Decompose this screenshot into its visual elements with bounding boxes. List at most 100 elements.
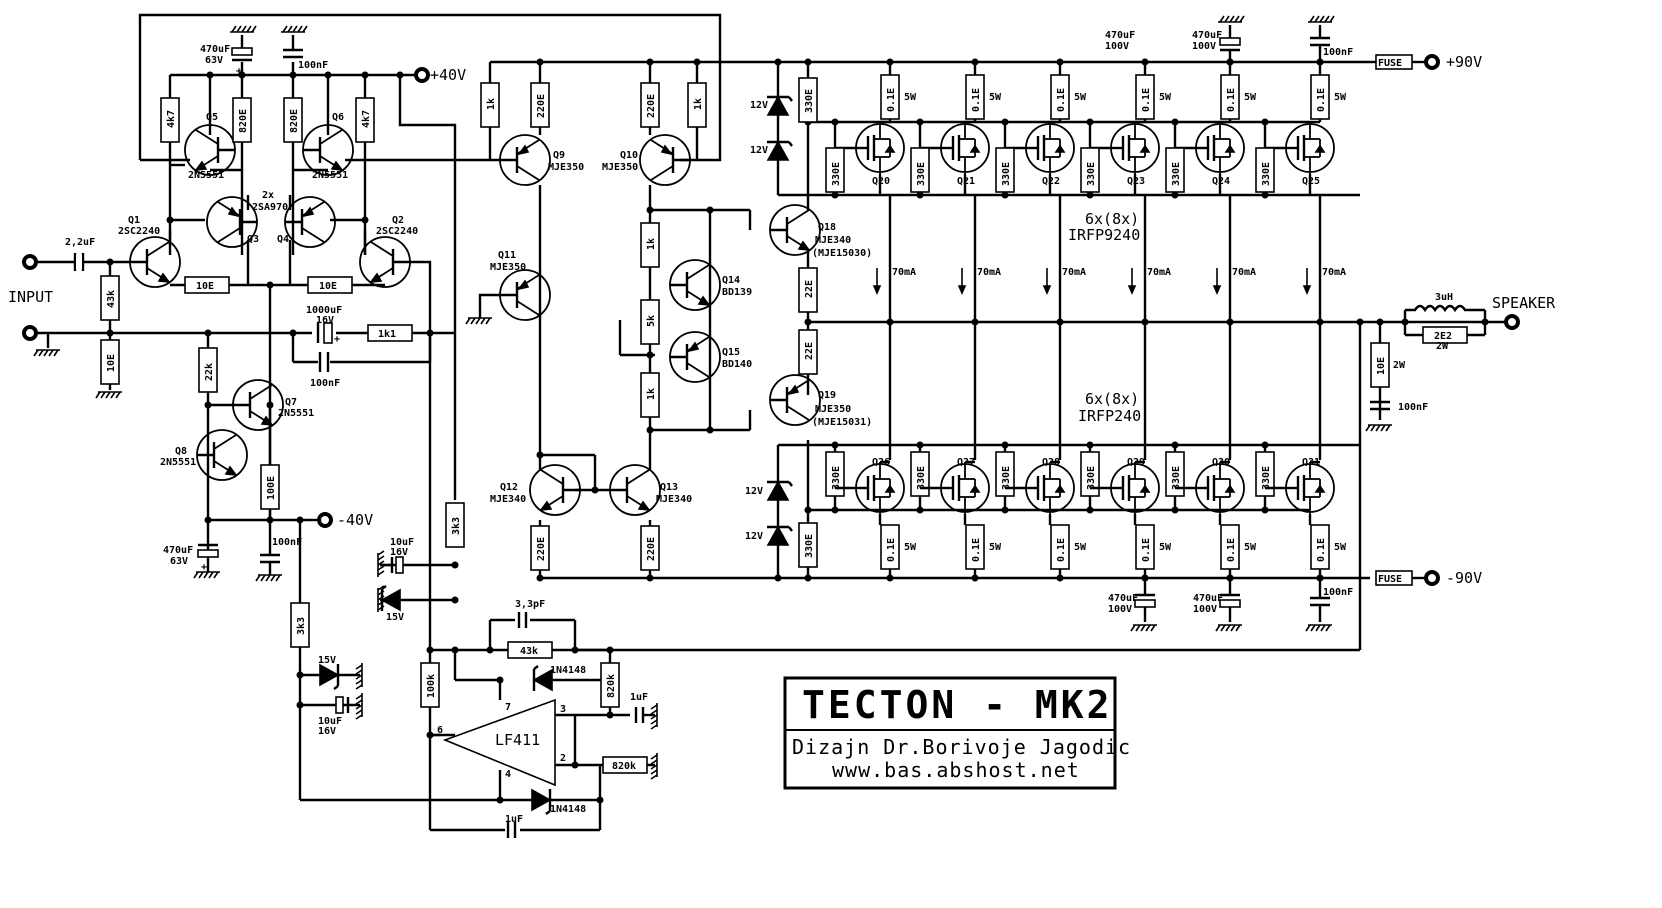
transistor-q6: Q6 2N5551	[301, 112, 355, 181]
opamp-pin-7: 7	[505, 702, 511, 713]
c-feedback-bypass: 100nF	[310, 378, 340, 389]
r-input-bias: 43k	[106, 290, 117, 308]
q15-part: BD140	[722, 359, 752, 370]
r-q10-base: 1k	[693, 98, 704, 110]
r-ground-lift: 10E	[106, 354, 117, 372]
c-pos90-value: 470uF	[1192, 30, 1222, 41]
input-ground-terminal[interactable]	[22, 325, 38, 341]
r-4k7-left: 4k7	[166, 110, 177, 128]
speaker-terminal[interactable]	[1504, 314, 1520, 330]
c-neg90-bypass: 100nF	[1323, 587, 1353, 598]
top-source-resistor-5: 0.1E	[1226, 88, 1237, 112]
top-mosfet-ref-3: Q22	[1042, 176, 1060, 187]
c-10uf-lower-voltage: 16V	[318, 726, 336, 737]
r-q7-emitter: 100E	[266, 476, 277, 500]
bottom-source-resistor-3: 0.1E	[1056, 538, 1067, 562]
neg40-terminal[interactable]	[317, 512, 333, 528]
bias-current-6: 70mA	[1322, 267, 1346, 278]
r-820e-right: 820E	[289, 109, 300, 133]
q15-ref: Q15	[722, 347, 740, 358]
opamp-pin-6: 6	[437, 725, 443, 736]
bottom-source-power-4: 5W	[1159, 542, 1172, 553]
r-q12-emitter: 220E	[536, 537, 547, 561]
zener-diodes: 12V 12V 12V 12V 15V 15V 1N4148 1N4148	[318, 95, 794, 816]
input-terminal[interactable]	[22, 254, 38, 270]
bottom-mosfet-ref-2: Q27	[957, 457, 975, 468]
bottom-gate-resistor-4: 330E	[1086, 466, 1097, 490]
transistor-q11: Q11 MJE350	[490, 250, 552, 322]
mosfet-top-2	[937, 120, 991, 176]
bottom-source-power-5: 5W	[1244, 542, 1257, 553]
pos40-terminal[interactable]	[414, 67, 430, 83]
top-array-count: 6x(8x)	[1085, 210, 1139, 228]
c-10uf-upper-voltage: 16V	[390, 547, 408, 558]
c-feedback-voltage: 16V	[316, 315, 334, 326]
q9-part: MJE350	[548, 162, 584, 173]
zener-15v-upper: 15V	[386, 612, 404, 623]
top-source-resistor-2: 0.1E	[971, 88, 982, 112]
transistor-q12: Q12 MJE340	[490, 463, 582, 517]
bottom-gate-resistor-2: 330E	[916, 466, 927, 490]
resistors: 4k7 820E 820E 4k7 10E 10E 43k 10E 1k1 22…	[100, 77, 1468, 774]
mosfet-top-1	[852, 120, 906, 176]
q4-ref: Q4	[277, 234, 289, 245]
transistor-q15: Q15 BD140	[668, 330, 752, 384]
top-mosfet-ref-5: Q24	[1212, 176, 1230, 187]
speaker-label: SPEAKER	[1492, 294, 1556, 312]
bottom-gate-resistor-5: 330E	[1171, 466, 1182, 490]
r-q9-emitter: 220E	[536, 94, 547, 118]
q8-part: 2N5551	[160, 457, 196, 468]
neg90-label: -90V	[1446, 569, 1482, 587]
q12-part: MJE340	[490, 494, 526, 505]
top-mosfet-ref-1: Q20	[872, 176, 890, 187]
q10-ref: Q10	[620, 150, 638, 161]
r-q10-emitter: 220E	[646, 94, 657, 118]
c-pos40-value: 470uF	[200, 44, 230, 55]
q10-part: MJE350	[602, 162, 638, 173]
pos90-terminal[interactable]	[1424, 54, 1440, 70]
bottom-gate-resistor-3: 330E	[1001, 466, 1012, 490]
top-gate-resistor-3: 330E	[1001, 162, 1012, 186]
q1-ref: Q1	[128, 215, 140, 226]
transistor-q10: Q10 MJE350	[602, 133, 692, 187]
c-pos90-extra-value: 470uF	[1105, 30, 1135, 41]
bias-current-4: 70mA	[1147, 267, 1171, 278]
top-mosfet-ref-6: Q25	[1302, 176, 1320, 187]
transistor-q9: Q9 MJE350	[498, 133, 584, 187]
top-source-resistor-4: 0.1E	[1141, 88, 1152, 112]
top-gate-resistor-2: 330E	[916, 162, 927, 186]
fuse-pos: FUSE	[1378, 58, 1402, 69]
bottom-source-power-3: 5W	[1074, 542, 1087, 553]
q18-alt: (MJE15030)	[812, 248, 872, 259]
opamp-label: LF411	[495, 731, 540, 749]
zener-bottom-2: 12V	[745, 531, 763, 542]
mosfet-bottom-2	[937, 460, 991, 516]
bottom-gate-resistor-1: 330E	[831, 466, 842, 490]
r-servo-820k-vertical: 820k	[606, 674, 617, 698]
q2-part: 2SC2240	[376, 226, 418, 237]
top-gate-resistor-1: 330E	[831, 162, 842, 186]
r-zobel: 10E	[1376, 357, 1387, 375]
q18-part: MJE340	[815, 235, 851, 246]
pos90-label: +90V	[1446, 53, 1482, 71]
bottom-source-power-2: 5W	[989, 542, 1002, 553]
top-source-power-4: 5W	[1159, 92, 1172, 103]
transistor-q19: Q19 MJE350 (MJE15031)	[768, 373, 872, 428]
q5-part: 2N5551	[188, 170, 224, 181]
opamp-pin-2: 2	[560, 753, 566, 764]
c-neg40-bypass: 100nF	[272, 537, 302, 548]
c-neg40-value: 470uF	[163, 545, 193, 556]
bottom-source-resistor-1: 0.1E	[886, 538, 897, 562]
top-source-power-6: 5W	[1334, 92, 1347, 103]
top-array-part: IRFP9240	[1068, 226, 1140, 244]
neg90-terminal[interactable]	[1424, 570, 1440, 586]
title-name: TECTON - MK2	[802, 683, 1113, 727]
top-source-power-5: 5W	[1244, 92, 1257, 103]
junctions	[106, 58, 1489, 804]
bottom-mosfet-ref-4: Q29	[1127, 457, 1145, 468]
title-website: www.bas.abshost.net	[832, 758, 1080, 782]
bottom-gate-resistor-6: 330E	[1261, 466, 1272, 490]
bottom-source-resistor-6: 0.1E	[1316, 538, 1327, 562]
